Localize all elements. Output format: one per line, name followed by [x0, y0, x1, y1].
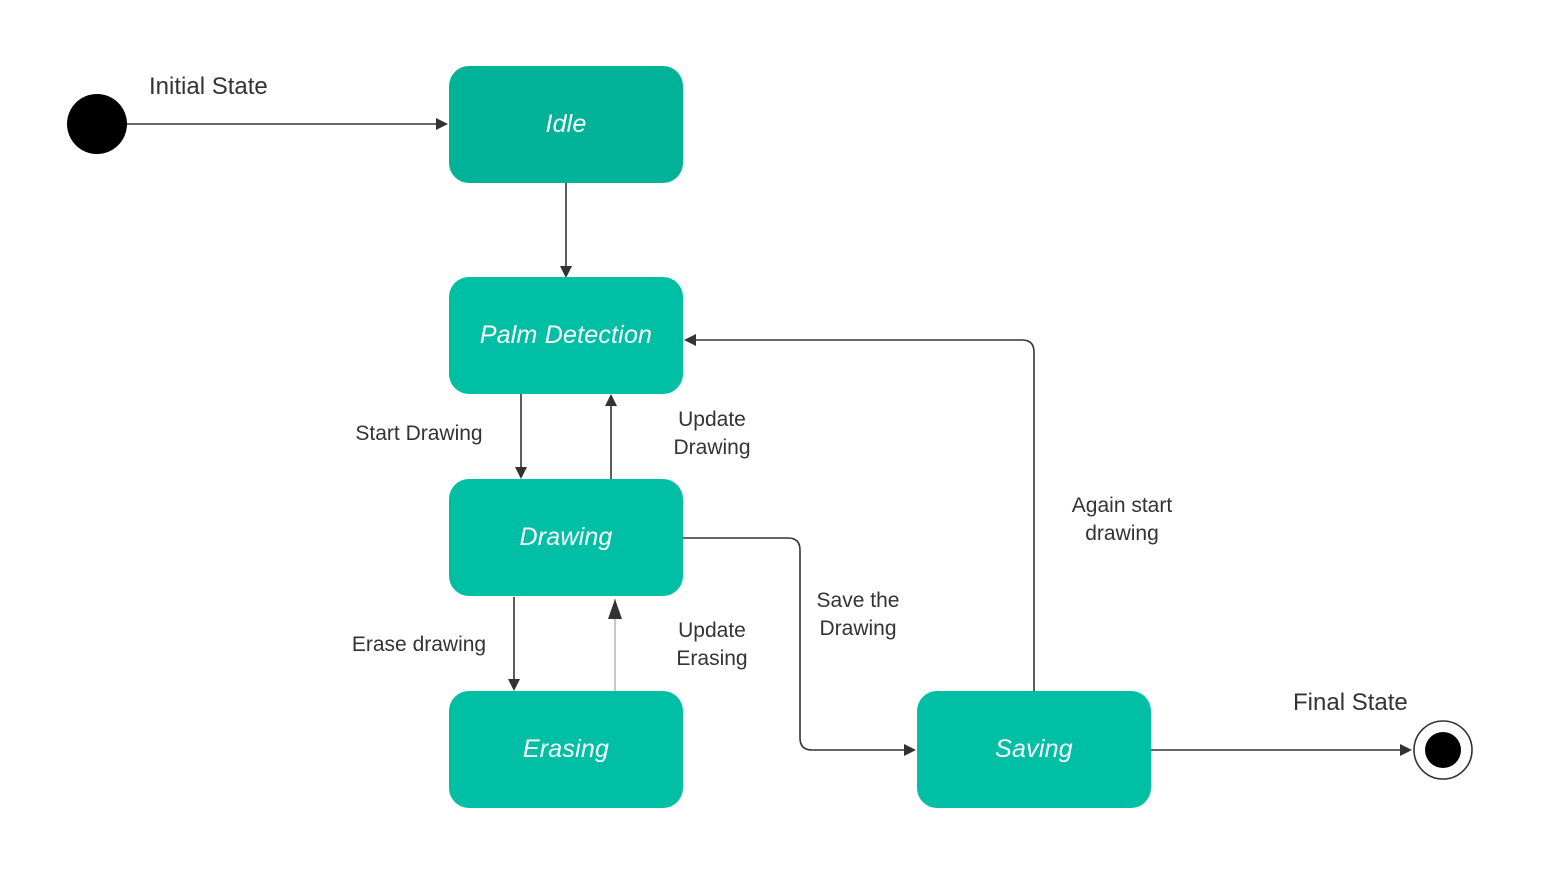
state-idle: Idle [449, 66, 683, 183]
state-drawing: Drawing [449, 479, 683, 596]
state-erasing: Erasing [449, 691, 683, 808]
transition-label-again-start-drawing: Again start drawing [1071, 494, 1173, 545]
initial-state-node [67, 94, 127, 154]
transition-label-update-drawing: Update Drawing [673, 408, 751, 459]
state-drawing-label: Drawing [519, 523, 613, 551]
state-idle-label: Idle [545, 110, 587, 138]
state-palm-detection: Palm Detection [449, 277, 683, 394]
transition-label-erase-drawing: Erase drawing [351, 633, 487, 656]
state-palm-detection-label: Palm Detection [479, 321, 653, 349]
transition-label-save-the-drawing: Save the Drawing [816, 589, 900, 640]
state-erasing-label: Erasing [522, 735, 610, 763]
state-saving: Saving [917, 691, 1151, 808]
edge-save-the-drawing [683, 537, 916, 756]
initial-state-label: Initial State [149, 73, 268, 100]
edge-again-start-drawing [684, 334, 1035, 691]
final-state-label: Final State [1293, 689, 1408, 716]
transition-label-start-drawing: Start Drawing [355, 422, 483, 445]
state-saving-label: Saving [995, 735, 1073, 763]
transition-label-update-erasing: Update Erasing [676, 619, 748, 670]
edge-update-erasing-arrowhead [608, 599, 622, 619]
final-state-dot [1425, 732, 1461, 768]
